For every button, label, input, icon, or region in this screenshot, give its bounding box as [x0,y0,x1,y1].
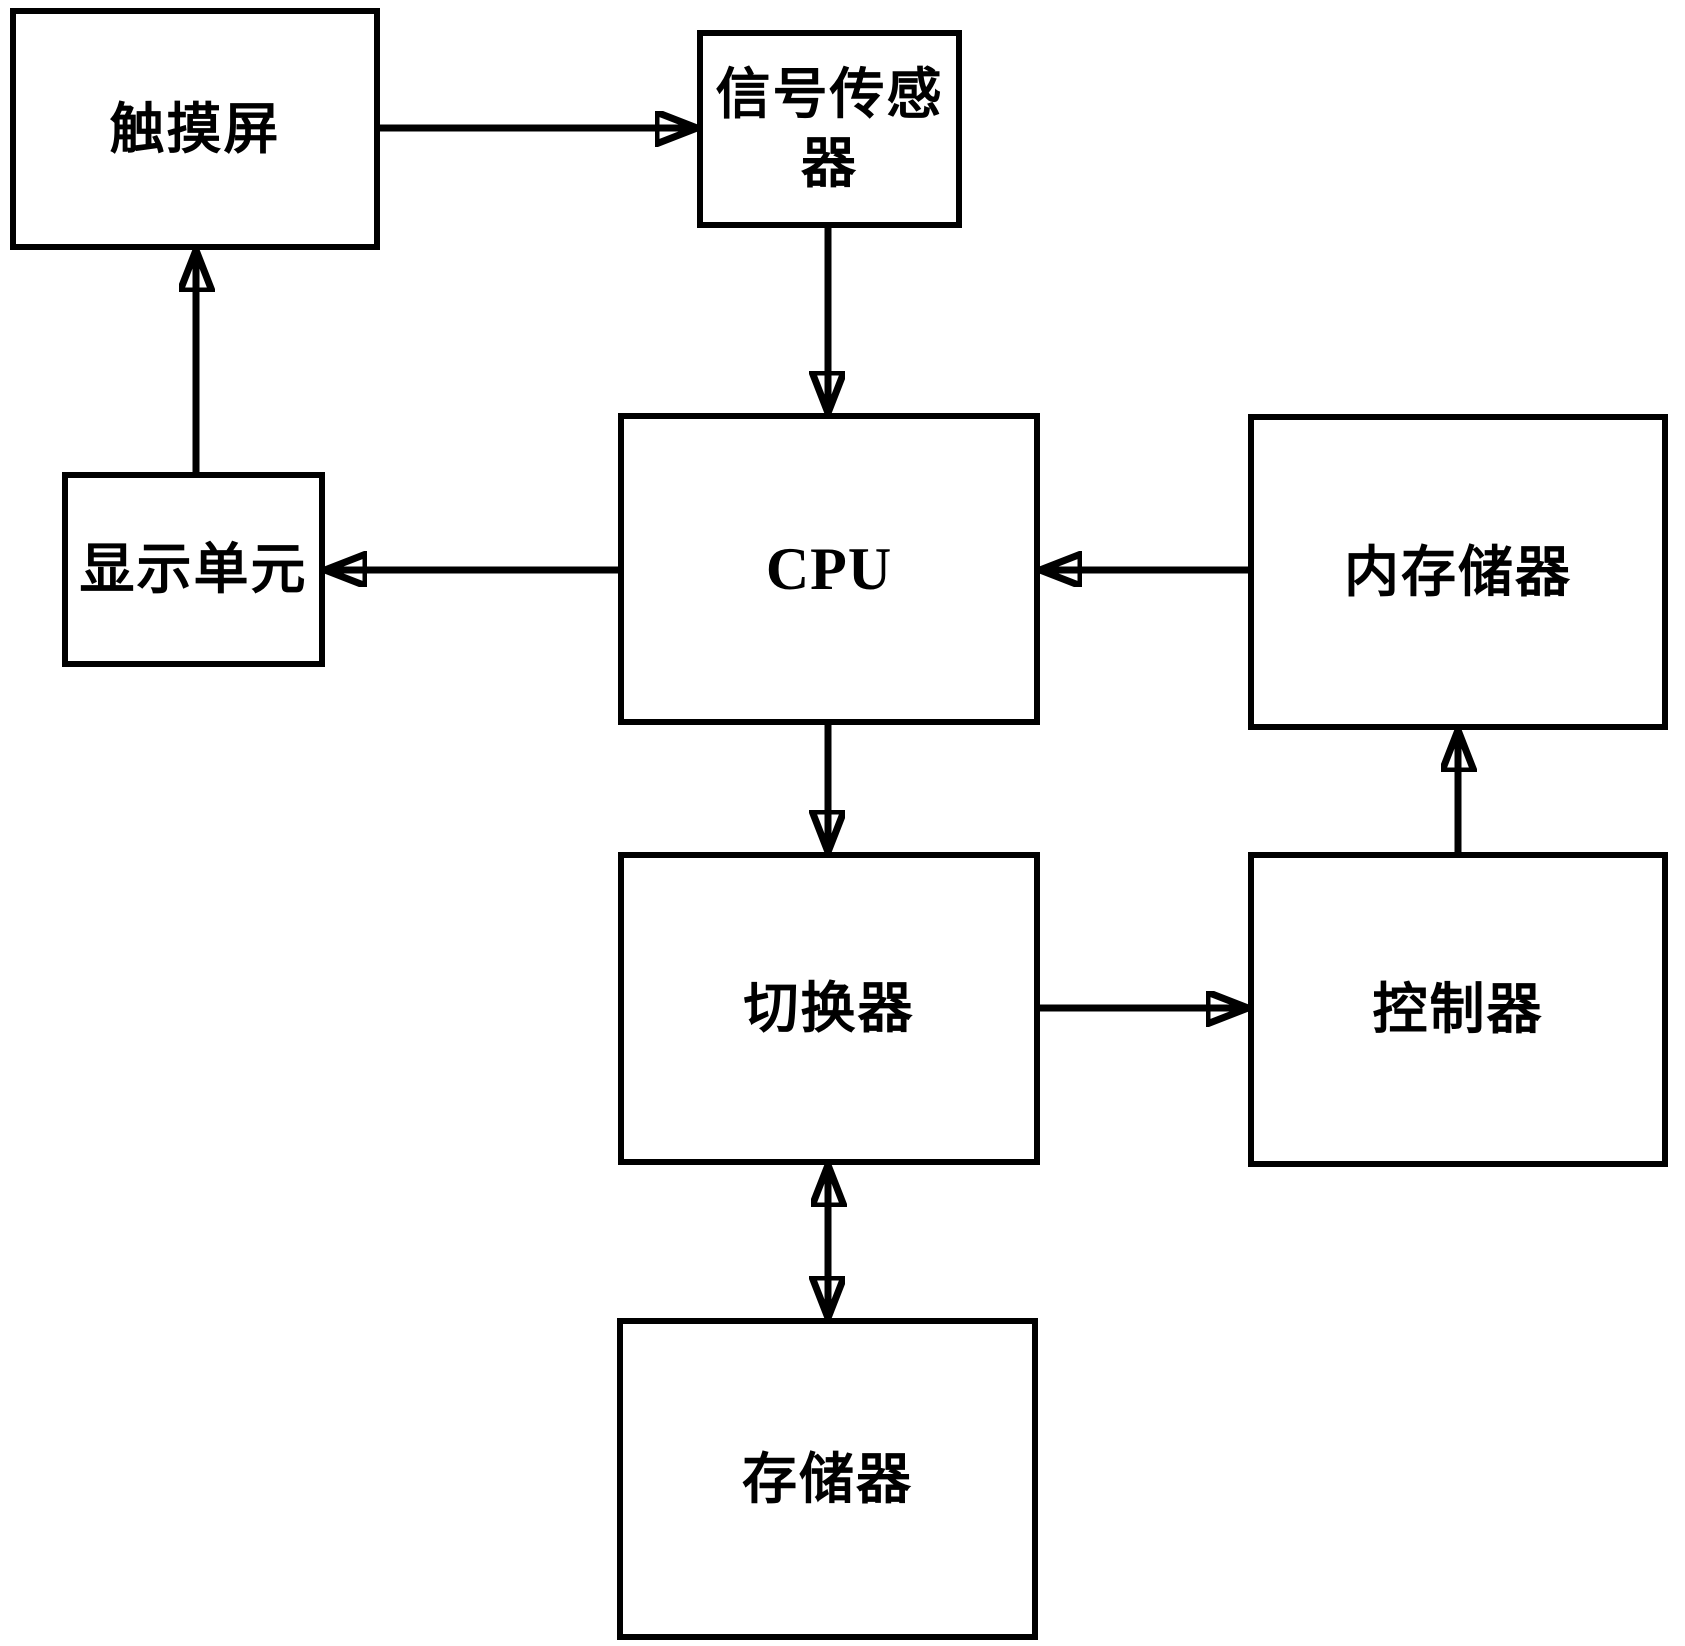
node-touch-screen-label: 触摸屏 [109,97,281,160]
node-cpu-label: CPU [765,535,893,602]
node-memory: 存储器 [617,1318,1038,1640]
node-touch-screen: 触摸屏 [10,8,380,250]
node-controller: 控制器 [1248,852,1668,1167]
node-switcher: 切换器 [618,852,1040,1165]
node-controller-label: 控制器 [1372,978,1544,1041]
node-internal-memory: 内存储器 [1248,414,1668,730]
node-cpu: CPU [618,413,1040,725]
node-signal-sensor-label: 信号传感器 [715,63,944,194]
node-display-unit-label: 显示单元 [79,538,308,601]
node-memory-label: 存储器 [741,1447,913,1510]
node-display-unit: 显示单元 [62,472,325,667]
node-signal-sensor: 信号传感器 [697,30,962,228]
node-switcher-label: 切换器 [743,977,915,1040]
node-internal-memory-label: 内存储器 [1343,540,1572,603]
